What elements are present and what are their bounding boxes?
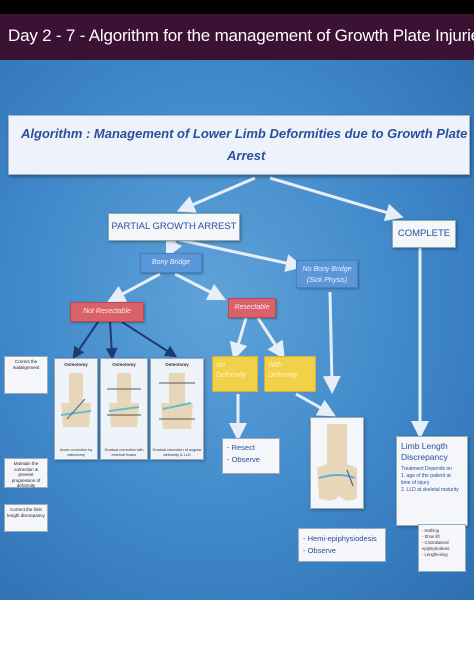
no-bony-bridge-line2: (Sick Physis) xyxy=(306,277,348,284)
side-note-limb-length: Correct the limb length discrepancy xyxy=(4,504,48,532)
with-deformity-line2: Deformity xyxy=(268,372,298,379)
bony-bridge-pill: Bony Bridge xyxy=(140,253,202,273)
video-title: Day 2 - 7 - Algorithm for the management… xyxy=(8,26,474,45)
no-deformity-line1: No xyxy=(216,362,225,369)
option-3: - Contralateral xyxy=(422,540,449,545)
resect-line2: - Observe xyxy=(227,455,260,464)
slide-image: Algorithm : Management of Lower Limb Def… xyxy=(0,60,474,600)
lld-sub-line1: Treatment Depends on xyxy=(401,466,452,472)
with-deformity-pill: With Deformity xyxy=(264,356,316,392)
lld-title: Limb Length Discrepancy xyxy=(401,441,463,463)
side-note-malalignment: Correct the malalignment xyxy=(4,356,48,394)
panel-1-caption: Acute correction by osteotomy xyxy=(59,448,93,457)
option-2: - Shoe lift xyxy=(422,534,440,539)
lld-title-line2: Discrepancy xyxy=(401,452,448,462)
panel-2-title: Osteotomy xyxy=(112,362,136,367)
lld-subtext: Treatment Depends on 1. age of the patie… xyxy=(401,466,463,494)
hemi-line1: - Hemi-epiphysiodesis xyxy=(303,534,377,543)
lld-sub-line2: 1. age of the patient at xyxy=(401,473,451,479)
femur-drawing xyxy=(317,424,357,501)
algorithm-title-box: Algorithm : Management of Lower Limb Def… xyxy=(8,115,470,175)
resectable-pill: Resectable xyxy=(228,298,276,318)
option-4: epiphysiodesis xyxy=(422,546,450,551)
osteotomy-panel-3: Osteotomy Gradual correction of angular … xyxy=(150,358,204,460)
no-bony-bridge-line1: No Bony Bridge xyxy=(302,266,352,273)
side-note-maintain-correction: Maintain the correction & prevent progre… xyxy=(4,458,48,488)
no-deformity-line2: Deformity xyxy=(216,372,246,379)
panel-1-title: Osteotomy xyxy=(64,362,88,367)
distal-femur-illustration xyxy=(310,417,364,509)
bone-illustration-1 xyxy=(60,373,92,427)
bottom-blank-area xyxy=(0,600,474,669)
lld-sub-line3: time of injury xyxy=(401,480,430,486)
resect-line1: - Resect xyxy=(227,443,255,452)
osteotomy-panel-2: Osteotomy Gradual correction with extern… xyxy=(100,358,148,460)
panel-2-caption: Gradual correction with external fixator xyxy=(104,448,144,457)
hemi-line2: - Observe xyxy=(303,546,336,555)
not-resectable-pill: Not Resectable xyxy=(70,302,144,322)
algorithm-title-line1: Algorithm : Management of Lower Limb Def… xyxy=(21,126,468,141)
limb-length-discrepancy-box: Limb Length Discrepancy Treatment Depend… xyxy=(396,436,468,526)
resect-observe-box: - Resect - Observe xyxy=(222,438,280,474)
lld-title-line1: Limb Length xyxy=(401,441,448,451)
hemi-epiphysiodesis-box: - Hemi-epiphysiodesis - Observe xyxy=(298,528,386,562)
option-5: - Lengthening xyxy=(422,552,448,557)
with-deformity-line1: With xyxy=(268,362,282,369)
bone-illustration-2 xyxy=(107,373,141,427)
no-bony-bridge-pill: No Bony Bridge (Sick Physis) xyxy=(296,260,358,288)
bone-illustration-3 xyxy=(159,373,195,429)
no-deformity-pill: No Deformity xyxy=(212,356,258,392)
lld-sub-line4: 2. LLD at skeletal maturity xyxy=(401,487,459,493)
complete-box: COMPLETE xyxy=(392,220,456,248)
algorithm-title-line2: Arrest xyxy=(227,148,266,163)
panel-3-caption: Gradual correction of angular deformity … xyxy=(152,448,202,457)
option-1: - Nothing xyxy=(422,528,439,533)
video-title-band: Day 2 - 7 - Algorithm for the management… xyxy=(0,14,474,60)
flow-arrows xyxy=(72,176,429,441)
panel-3-title: Osteotomy xyxy=(165,362,189,367)
lld-options-box: - Nothing - Shoe lift - Contralateral ep… xyxy=(418,524,466,572)
top-black-bar xyxy=(0,0,474,14)
osteotomy-panel-1: Osteotomy Acute correction by osteotomy xyxy=(54,358,98,460)
partial-growth-arrest-box: PARTIAL GROWTH ARREST xyxy=(108,213,240,241)
